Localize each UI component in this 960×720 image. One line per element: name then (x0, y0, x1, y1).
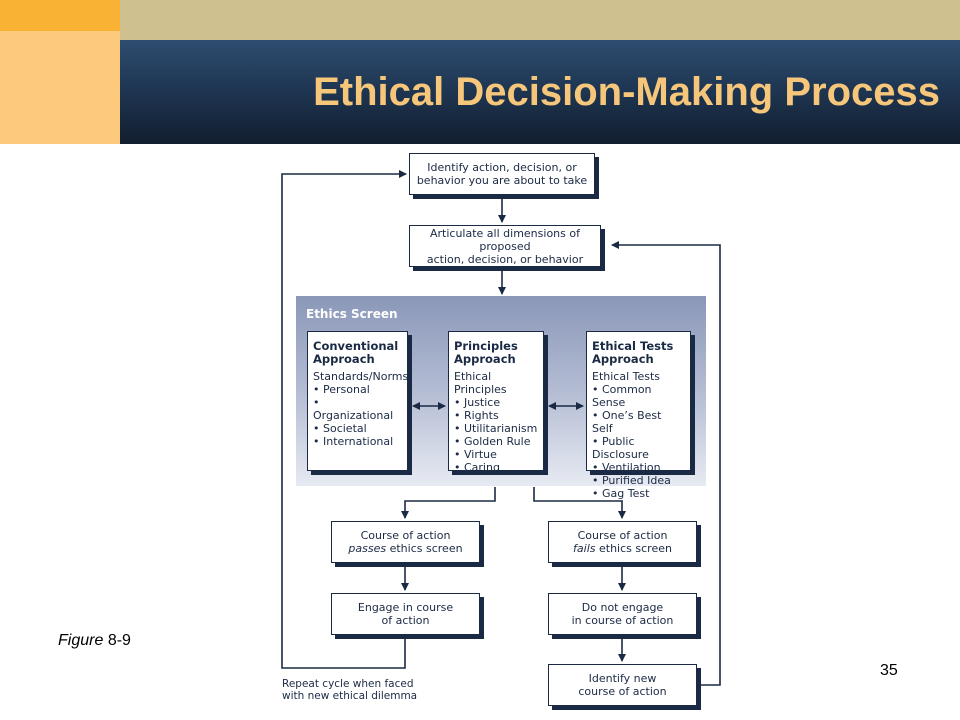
ethics-screen-title: Ethics Screen (306, 307, 398, 321)
not-engage-line-2: in course of action (571, 614, 674, 627)
not-engage-box: Do not engage in course of action (548, 593, 697, 635)
principles-heading-line-1: Principles (454, 339, 518, 353)
passes-line-1: Course of action (360, 529, 451, 542)
list-item: • Justice (454, 396, 501, 409)
conventional-sub: Standards/Norms (313, 370, 409, 383)
principles-heading: Principles Approach (454, 340, 538, 366)
passes-box: Course of action passes ethics screen (331, 521, 480, 563)
not-engage-line-1: Do not engage (581, 601, 664, 614)
principles-heading-line-2: Approach (454, 352, 516, 366)
identify-new-box: Identify new course of action (548, 664, 697, 706)
list-item: • International (313, 435, 394, 448)
tests-heading-line-2: Approach (592, 352, 654, 366)
fails-line-2: fails ethics screen (573, 542, 672, 555)
conventional-heading-line-2: Approach (313, 352, 375, 366)
principles-list: • Justice • Rights • Utilitarianism • Go… (454, 396, 538, 474)
articulate-line-1: Articulate all dimensions of proposed (430, 226, 580, 253)
list-item: • Purified Idea (592, 474, 671, 487)
list-item: • Common Sense (592, 383, 652, 409)
list-item: • Organizational (313, 396, 394, 422)
passes-line-2: passes ethics screen (348, 542, 462, 555)
tests-sub: Ethical Tests (592, 370, 661, 383)
articulate-line-2: action, decision, or behavior (426, 252, 584, 266)
repeat-line-2: with new ethical dilemma (282, 690, 418, 702)
fails-box: Course of action fails ethics screen (548, 521, 697, 563)
passes-emphasis: passes (348, 542, 387, 555)
corner-accent (0, 0, 120, 31)
articulate-box: Articulate all dimensions of proposed ac… (409, 225, 601, 267)
list-item: • Public Disclosure (592, 435, 649, 461)
identify-action-line-2: behavior you are about to take (416, 174, 588, 187)
list-item: • One’s Best Self (592, 409, 662, 435)
list-item: • Rights (454, 409, 499, 422)
list-item: • Golden Rule (454, 435, 531, 448)
list-item: • Ventilation (592, 461, 661, 474)
list-item: • Caring (454, 461, 500, 474)
list-item: • Gag Test (592, 487, 650, 500)
ethical-tests-approach-box: Ethical Tests Approach Ethical Tests • C… (586, 331, 691, 500)
title-bar (120, 40, 960, 144)
identify-new-line-1: Identify new (588, 672, 657, 685)
engage-box: Engage in course of action (331, 593, 480, 635)
repeat-cycle-note: Repeat cycle when faced with new ethical… (282, 678, 417, 702)
engage-line-1: Engage in course (357, 601, 454, 614)
identify-action-line-1: Identify action, decision, or (427, 161, 577, 174)
conventional-heading: Conventional Approach (313, 340, 402, 366)
engage-line-2: of action (381, 614, 430, 627)
passes-rest: ethics screen (386, 542, 463, 555)
list-item: • Personal (313, 383, 370, 396)
repeat-line-1: Repeat cycle when faced (282, 678, 414, 690)
list-item: • Virtue (454, 448, 497, 461)
principles-approach-box: Principles Approach Ethical Principles •… (448, 331, 544, 474)
tests-list: • Common Sense • One’s Best Self • Publi… (592, 383, 685, 500)
fails-line-1: Course of action (577, 529, 668, 542)
conventional-approach-box: Conventional Approach Standards/Norms • … (307, 331, 408, 471)
tests-heading: Ethical Tests Approach (592, 340, 685, 366)
slide-title: Ethical Decision-Making Process (313, 69, 940, 114)
identify-action-box: Identify action, decision, or behavior y… (409, 153, 595, 195)
list-item: • Societal (313, 422, 367, 435)
fails-rest: ethics screen (595, 542, 672, 555)
figure-number: 8-9 (107, 632, 131, 649)
page-number: 35 (880, 662, 898, 679)
fails-emphasis: fails (573, 542, 596, 555)
conventional-list: • Personal • Organizational • Societal •… (313, 383, 402, 448)
list-item: • Utilitarianism (454, 422, 538, 435)
identify-new-line-2: course of action (578, 685, 667, 698)
principles-sub: Ethical Principles (454, 370, 507, 396)
figure-word: Figure (58, 632, 104, 649)
top-band (0, 0, 960, 40)
figure-label: Figure 8-9 (58, 632, 131, 650)
